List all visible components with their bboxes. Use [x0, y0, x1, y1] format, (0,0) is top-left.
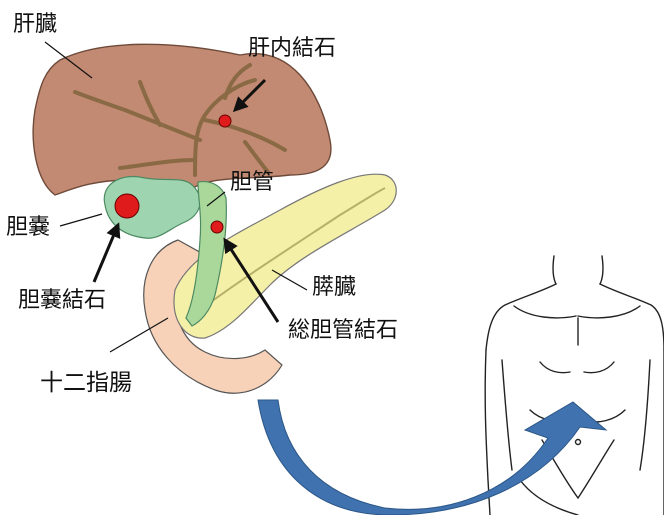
duodenum-label: 十二指腸 — [40, 372, 132, 395]
intrahepatic-stone-dot — [219, 115, 231, 127]
gallbladder-label: 胆嚢 — [6, 217, 50, 239]
curved-arrow — [258, 400, 606, 515]
pancreas-label: 膵臓 — [312, 277, 356, 299]
gallstone-dot — [115, 194, 139, 218]
cbd-stone-dot — [211, 221, 223, 233]
gallstone-label: 胆嚢結石 — [18, 290, 106, 312]
bile-duct-label: 胆管 — [230, 172, 274, 194]
intrahepatic-stone-label: 肝内結石 — [248, 38, 336, 60]
liver-label: 肝臓 — [13, 14, 57, 36]
common-bile-duct-stone-label: 総胆管結石 — [288, 320, 398, 342]
